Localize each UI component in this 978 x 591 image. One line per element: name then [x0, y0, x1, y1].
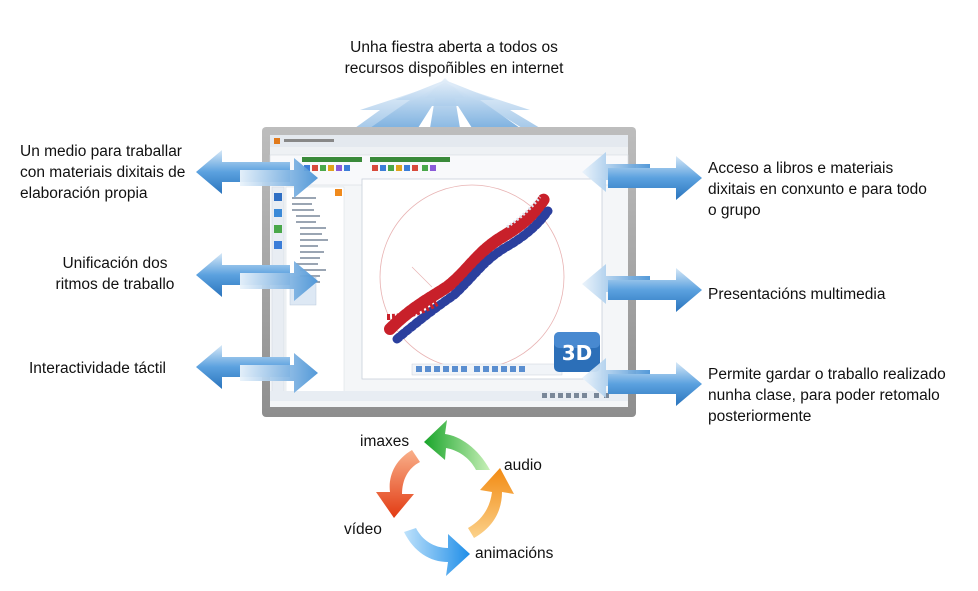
ribbon-tool-icons[interactable] [304, 165, 436, 171]
3d-badge-text: 3D [562, 341, 593, 365]
cycle-arrow-red [376, 450, 420, 518]
app-title [284, 139, 334, 142]
label-right-3: Permite gardar o traballo realizado nunh… [708, 366, 946, 425]
label-right-1: Acceso a libros e materiais dixitais en … [708, 160, 927, 219]
tool-icon-3[interactable] [274, 225, 282, 233]
menu-bar[interactable] [270, 147, 628, 155]
arrow-left-3 [196, 345, 318, 393]
app-logo-icon [274, 138, 280, 144]
arrow-right-1 [582, 152, 702, 200]
label-top: Unha fiestra aberta a todos os recursos … [344, 39, 564, 77]
arrow-right-2 [582, 264, 702, 312]
status-bar [270, 391, 628, 401]
canvas-toolbar-icons[interactable] [416, 366, 525, 372]
label-left-3: Interactividade táctil [29, 360, 166, 377]
app-titlebar [270, 135, 628, 147]
cycle-label-audio: audio [504, 457, 542, 474]
ribbon-group-header-2 [370, 157, 450, 162]
arrow-left-2 [196, 253, 318, 301]
top-arrow-far-right [445, 82, 540, 128]
3d-badge: 3D [554, 332, 600, 372]
cycle-label-animacions: animacións [475, 545, 554, 562]
tool-icon-4[interactable] [274, 241, 282, 249]
ribbon-group-header-1 [302, 157, 362, 162]
top-arrow-far-left [355, 82, 445, 128]
cycle-label-video: vídeo [344, 521, 382, 538]
label-right-2: Presentacións multimedia [708, 286, 886, 303]
arrow-left-1 [196, 150, 318, 198]
top-arrow-center [425, 78, 465, 128]
label-left-2: Unificación dos ritmos de traballo [55, 255, 175, 293]
tool-icon-2[interactable] [274, 209, 282, 217]
arrow-right-3 [582, 358, 702, 406]
whiteboard-screen: 3D [262, 127, 636, 417]
cycle-label-imaxes: imaxes [360, 433, 410, 450]
label-left-1: Un medio para traballar con materiais di… [20, 143, 186, 202]
status-bar-icons[interactable] [542, 393, 609, 398]
tool-icon-1[interactable] [274, 193, 282, 201]
cycle-arrow-green [424, 420, 490, 470]
cycle-arrow-blue [404, 528, 470, 576]
dna-model[interactable] [384, 193, 553, 344]
cycle-arrow-orange [468, 468, 514, 538]
panel-action-icon[interactable] [335, 189, 342, 196]
